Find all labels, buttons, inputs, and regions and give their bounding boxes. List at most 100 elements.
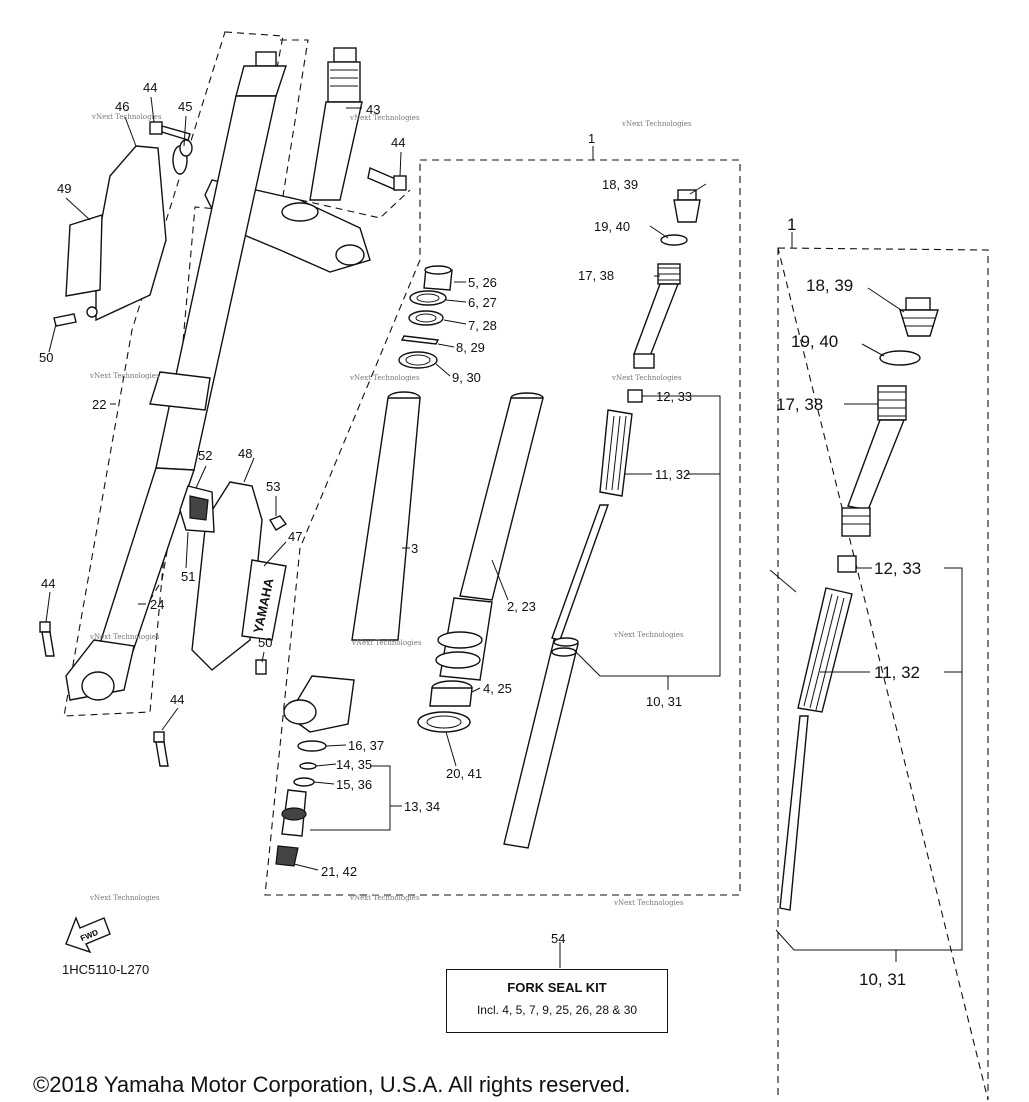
cap-bolt-18-detail <box>899 297 939 337</box>
watermark-text: vNext Technologies <box>349 374 420 382</box>
fork-assembly-outline <box>264 159 741 896</box>
callout-14-35: 14, 35 <box>336 757 372 772</box>
callout-10-31-detail: 10, 31 <box>859 970 906 989</box>
callout-17-38-left: 17, 38 <box>578 268 614 283</box>
seal-20 <box>417 711 471 733</box>
bolt-50-upper <box>53 306 98 327</box>
callout-13-34: 13, 34 <box>404 799 440 814</box>
spacer-11-detail <box>797 587 853 713</box>
callout-44-top: 44 <box>143 80 157 95</box>
diagram-code: 1HC5110-L270 <box>62 962 150 977</box>
watermark-text: vNext Technologies <box>89 633 160 641</box>
bolt-44-left <box>39 621 55 657</box>
callout-1-left: 1 <box>588 131 595 146</box>
callout-18-39-left: 18, 39 <box>602 177 638 192</box>
callout-47: 47 <box>288 529 302 544</box>
fork-seal-kit-includes: Incl. 4, 5, 7, 9, 25, 26, 28 & 30 <box>476 1003 638 1017</box>
dust-seal-5 <box>423 265 453 291</box>
callout-44-left: 44 <box>41 576 55 591</box>
watermark-text: vNext Technologies <box>611 374 682 382</box>
callout-21-42: 21, 42 <box>321 864 357 879</box>
watermark-text: vNext Technologies <box>613 899 684 907</box>
callout-11-32-detail: 11, 32 <box>874 663 920 682</box>
inner-tube <box>435 392 544 681</box>
watermark-text: vNext Technologies <box>89 894 160 902</box>
callout-12-33-detail: 12, 33 <box>874 559 921 578</box>
washer-9 <box>398 351 438 369</box>
fork-seal-kit-title: FORK SEAL KIT <box>507 980 607 995</box>
callout-54: 54 <box>551 931 566 946</box>
callout-51: 51 <box>181 569 195 584</box>
damper-rod <box>503 504 609 849</box>
base-valve-13 <box>281 789 307 837</box>
callout-44-bottom: 44 <box>170 692 184 707</box>
callout-22: 22 <box>92 397 106 412</box>
watermark-text: vNext Technologies <box>351 639 422 647</box>
bolt-50-lower <box>255 659 267 675</box>
steering-stem <box>309 47 363 201</box>
callout-20-41: 20, 41 <box>446 766 482 781</box>
watermark-text: vNext Technologies <box>349 114 420 122</box>
number-plate <box>95 145 167 322</box>
oil-seal-6 <box>409 290 447 306</box>
callout-48: 48 <box>238 446 252 461</box>
outer-tube-right <box>283 391 421 733</box>
callout-10-31-left: 10, 31 <box>646 694 682 709</box>
callout-50-upper: 50 <box>39 350 53 365</box>
o-ring-14 <box>299 762 317 770</box>
callout-16-37: 16, 37 <box>348 738 384 753</box>
collar-12-left <box>627 389 643 403</box>
callout-12-33-left: 12, 33 <box>656 389 692 404</box>
gasket-16 <box>297 740 327 752</box>
fwd-arrow-icon: FWD <box>65 916 111 954</box>
callout-17-38-detail: 17, 38 <box>776 395 823 414</box>
damper-rod-detail <box>769 569 809 911</box>
leader-lines <box>45 96 963 968</box>
outer-tube-left <box>65 51 287 701</box>
watermark-text: vNext Technologies <box>613 631 684 639</box>
callout-19-40-left: 19, 40 <box>594 219 630 234</box>
callout-3: 3 <box>411 541 418 556</box>
callout-9-30: 9, 30 <box>452 370 481 385</box>
seal-7 <box>408 310 444 326</box>
callout-52: 52 <box>198 448 212 463</box>
callout-46: 46 <box>115 99 129 114</box>
callout-8-29: 8, 29 <box>456 340 485 355</box>
callout-4-25: 4, 25 <box>483 681 512 696</box>
bolt-44-upper <box>149 121 191 141</box>
washer-19-detail <box>879 350 921 366</box>
clamp-45 <box>172 139 193 175</box>
spring-17-left <box>633 263 681 369</box>
watermark-text: vNext Technologies <box>349 894 420 902</box>
callout-6-27: 6, 27 <box>468 295 497 310</box>
callout-7-28: 7, 28 <box>468 318 497 333</box>
callout-50-lower: 50 <box>258 635 272 650</box>
spacer-11-left <box>599 409 633 497</box>
clip-8 <box>400 335 440 345</box>
callout-11-32-left: 11, 32 <box>655 467 690 482</box>
callout-15-36: 15, 36 <box>336 777 372 792</box>
callout-49: 49 <box>57 181 71 196</box>
callout-19-40-detail: 19, 40 <box>791 332 838 351</box>
callout-24: 24 <box>150 597 164 612</box>
watermarks: vNext Technologies vNext Technologies vN… <box>89 113 692 907</box>
watermark-text: vNext Technologies <box>89 372 160 380</box>
bolt-44-lower <box>153 731 169 767</box>
spring-17-detail <box>841 385 907 537</box>
bolt-21 <box>275 845 299 867</box>
watermark-text: vNext Technologies <box>621 120 692 128</box>
callout-44-right: 44 <box>391 135 405 150</box>
copyright-notice: ©2018 Yamaha Motor Corporation, U.S.A. A… <box>33 1072 631 1097</box>
collar-12-detail <box>837 555 857 573</box>
callout-2-23: 2, 23 <box>507 599 536 614</box>
bushing-4 <box>429 680 473 707</box>
callout-5-26: 5, 26 <box>468 275 497 290</box>
callout-43: 43 <box>366 102 380 117</box>
callout-1-detail: 1 <box>787 215 796 234</box>
watermark-text: vNext Technologies <box>91 113 162 121</box>
cap-bolt-18-left <box>673 189 701 223</box>
callout-45: 45 <box>178 99 192 114</box>
sticker-49 <box>65 214 103 297</box>
callout-53: 53 <box>266 479 280 494</box>
